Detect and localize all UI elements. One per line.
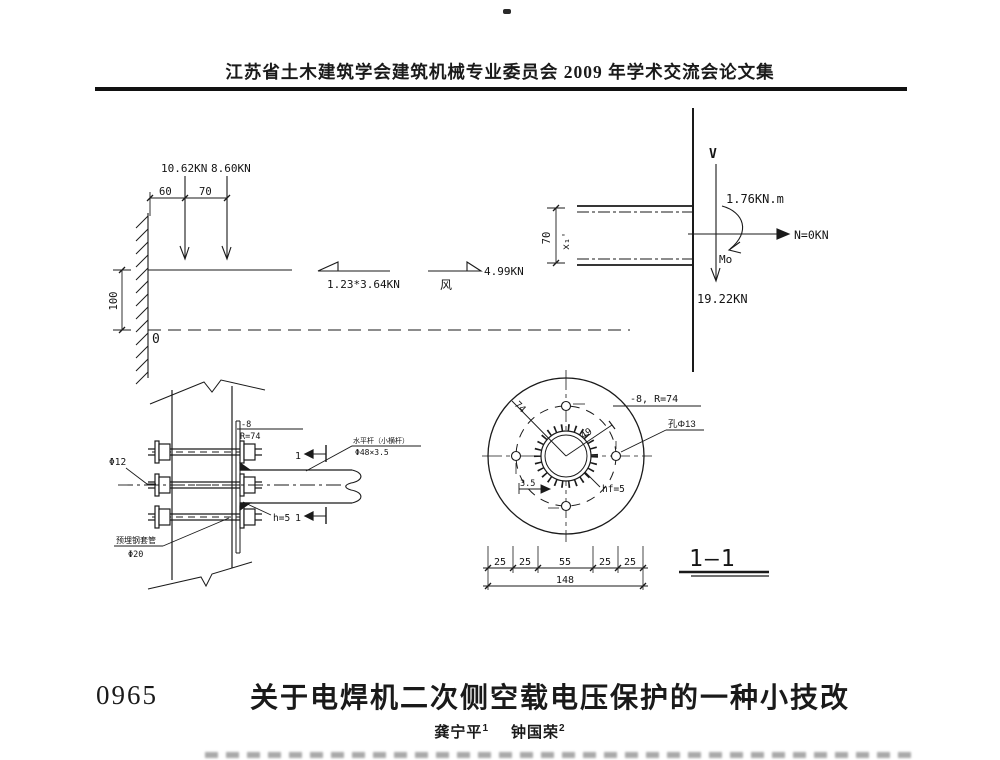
- weld-hatch-band: [534, 424, 598, 488]
- dim-70-label: 70: [199, 186, 212, 198]
- author-2-affiliation: 2: [559, 723, 566, 734]
- radius-74-line: [511, 400, 567, 457]
- header-rule: [95, 87, 907, 91]
- moment-symbol: Mo: [719, 253, 732, 266]
- beam-flanges: [577, 205, 692, 266]
- weld-size-leader: [584, 471, 601, 488]
- radius-49: [565, 420, 616, 457]
- section-title: 1—1: [689, 546, 737, 572]
- distributed-load-triangle: [317, 261, 339, 272]
- hole-callout: [620, 429, 704, 453]
- proceedings-header: 江苏省土木建筑学会建筑机械专业委员会 2009 年学术交流会论文集: [225, 62, 775, 82]
- tube-callout-leader: [305, 445, 421, 472]
- end-forces-diagram: V 1.76KN.m Mo N=0KN 19.22KN 70 x₁': [541, 108, 829, 372]
- sleeve-callout-line2: Φ20: [128, 550, 143, 560]
- dim-25c: 25: [599, 557, 611, 568]
- scan-artifact-mark: [503, 9, 511, 14]
- tube-callout-line2: Φ48×3.5: [355, 448, 389, 457]
- section-mark-bottom-num: 1: [295, 513, 301, 524]
- bottom-break-line: [147, 561, 253, 590]
- dim-100-label: 100: [108, 292, 120, 311]
- authors-line: 龚宁平1 钟国荣2: [0, 721, 1000, 742]
- beam-line: [148, 269, 470, 272]
- plate-callout-top: -8: [241, 420, 251, 430]
- bolt-bottom: [148, 505, 262, 529]
- weld-callout: h=5: [273, 513, 290, 524]
- weld-fillet-top: [239, 461, 252, 471]
- connection-detail: -8 R=74 水平杆（小横杆） Φ48×3.5 Φ12 h=5 1 1: [109, 379, 421, 590]
- thickness-callout: [518, 483, 552, 494]
- thickness-label: 3.5: [520, 479, 535, 489]
- bolt-top: [148, 440, 262, 464]
- section-mark-top: [303, 445, 327, 462]
- depth-dimension: [547, 204, 565, 267]
- sleeve-callout-line1: 预埋钢套管: [116, 535, 156, 545]
- cantilever-load-diagram: 10.62KN 8.60KN 60 70 100 0 1.23*3.64KN 风…: [108, 162, 630, 385]
- shear-arrow: [710, 164, 721, 283]
- section-mark-top-num: 1: [295, 451, 301, 462]
- tube-break-s-curve: [345, 469, 362, 504]
- weld-callout-leader: [242, 501, 272, 516]
- axial-value: N=0KN: [794, 228, 829, 242]
- force-arrow-1: [179, 176, 190, 261]
- section-title-underline: [679, 570, 769, 577]
- author-1: 龚宁平: [434, 724, 483, 741]
- origin-label: 0: [152, 332, 160, 347]
- dist-load-label: 1.23*3.64KN: [327, 278, 400, 291]
- dim-25d: 25: [624, 557, 636, 568]
- dim-148: 148: [556, 575, 574, 586]
- wind-load-triangle: [466, 260, 483, 272]
- wall-hatching: [135, 215, 149, 385]
- paper-number: 0965: [96, 680, 158, 710]
- tube-callout-line1: 水平杆（小横杆）: [353, 436, 409, 445]
- cut-off-text-line: [205, 752, 917, 758]
- dim-60-label: 60: [159, 186, 172, 198]
- radius-49-label: 49: [579, 426, 595, 442]
- hole-callout-label: 孔Φ13: [668, 419, 696, 430]
- section-mark-bottom: [303, 507, 327, 524]
- moment-arrow: [721, 205, 744, 254]
- radius-74-label: 74: [512, 399, 528, 415]
- shear-symbol: V: [709, 147, 717, 162]
- author-1-affiliation: 1: [482, 723, 489, 734]
- dim-25a: 25: [494, 557, 506, 568]
- wind-force-label: 4.99KN: [484, 265, 524, 278]
- left-dimension-line: [113, 266, 131, 334]
- paper-title: 关于电焊机二次侧空载电压保护的一种小技改: [249, 682, 850, 713]
- bolt-callout: Φ12: [109, 457, 126, 468]
- sleeve-callout: [114, 517, 230, 547]
- wind-label: 风: [440, 278, 452, 292]
- horizontal-tube: [239, 461, 362, 512]
- force2-label: 8.60KN: [211, 162, 251, 175]
- bolt-holes: [510, 400, 622, 512]
- dim-25b: 25: [519, 557, 531, 568]
- moment-value: 1.76KN.m: [726, 192, 784, 206]
- top-break-line: [149, 379, 266, 405]
- bolt-callout-leader: [125, 467, 156, 485]
- section-1-1-view: 74 49 -8, R=74 孔Φ13 3.5 hf=5: [482, 370, 769, 590]
- dimension-lines: [483, 546, 648, 590]
- plate-outer-circle: [487, 377, 645, 535]
- tube-inner-circle: [544, 434, 588, 478]
- axis-label: x₁': [561, 232, 572, 250]
- author-2: 钟国荣: [511, 724, 560, 741]
- weld-size-label: hf=5: [602, 484, 625, 495]
- depth-dim-label: 70: [541, 232, 553, 245]
- shear-value: 19.22KN: [697, 292, 748, 306]
- plate-label: -8, R=74: [630, 394, 678, 405]
- plate-callout-bottom: R=74: [240, 432, 260, 442]
- dim-55: 55: [559, 557, 571, 568]
- force1-label: 10.62KN: [161, 162, 207, 175]
- force-arrow-2: [221, 176, 232, 261]
- engineering-figure: 10.62KN 8.60KN 60 70 100 0 1.23*3.64KN 风…: [108, 108, 829, 590]
- axial-arrow: [688, 228, 791, 240]
